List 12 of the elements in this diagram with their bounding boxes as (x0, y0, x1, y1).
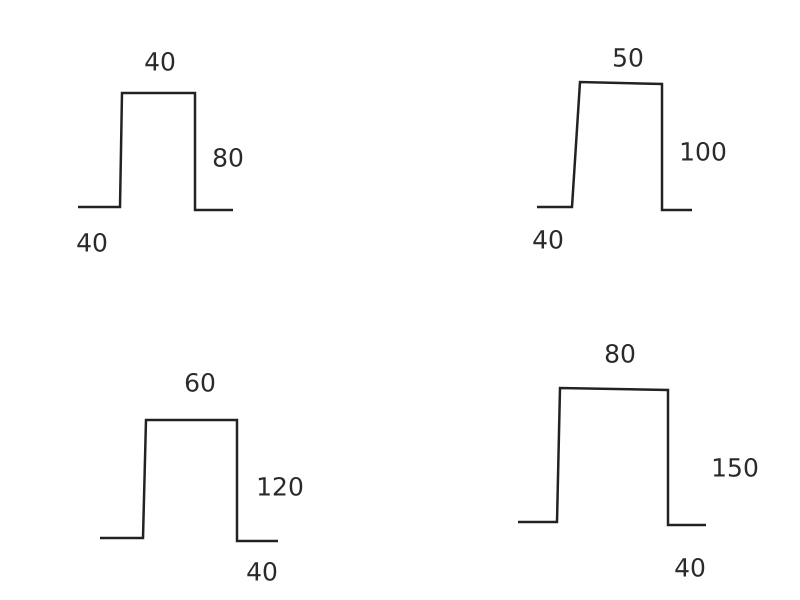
dimension-label: 80 (212, 146, 244, 170)
dimension-label: 120 (256, 474, 304, 500)
dimension-label: 60 (184, 370, 216, 396)
dimension-label: 40 (246, 560, 278, 584)
dimension-label: 40 (144, 50, 176, 74)
dimension-label: 40 (76, 230, 108, 256)
dimension-label: 150 (711, 456, 759, 480)
dimension-label: 80 (604, 342, 636, 366)
dimension-label: 50 (612, 46, 644, 70)
dimension-label: 40 (674, 556, 706, 580)
dimension-label: 100 (679, 140, 727, 164)
dimension-label: 40 (532, 228, 564, 252)
